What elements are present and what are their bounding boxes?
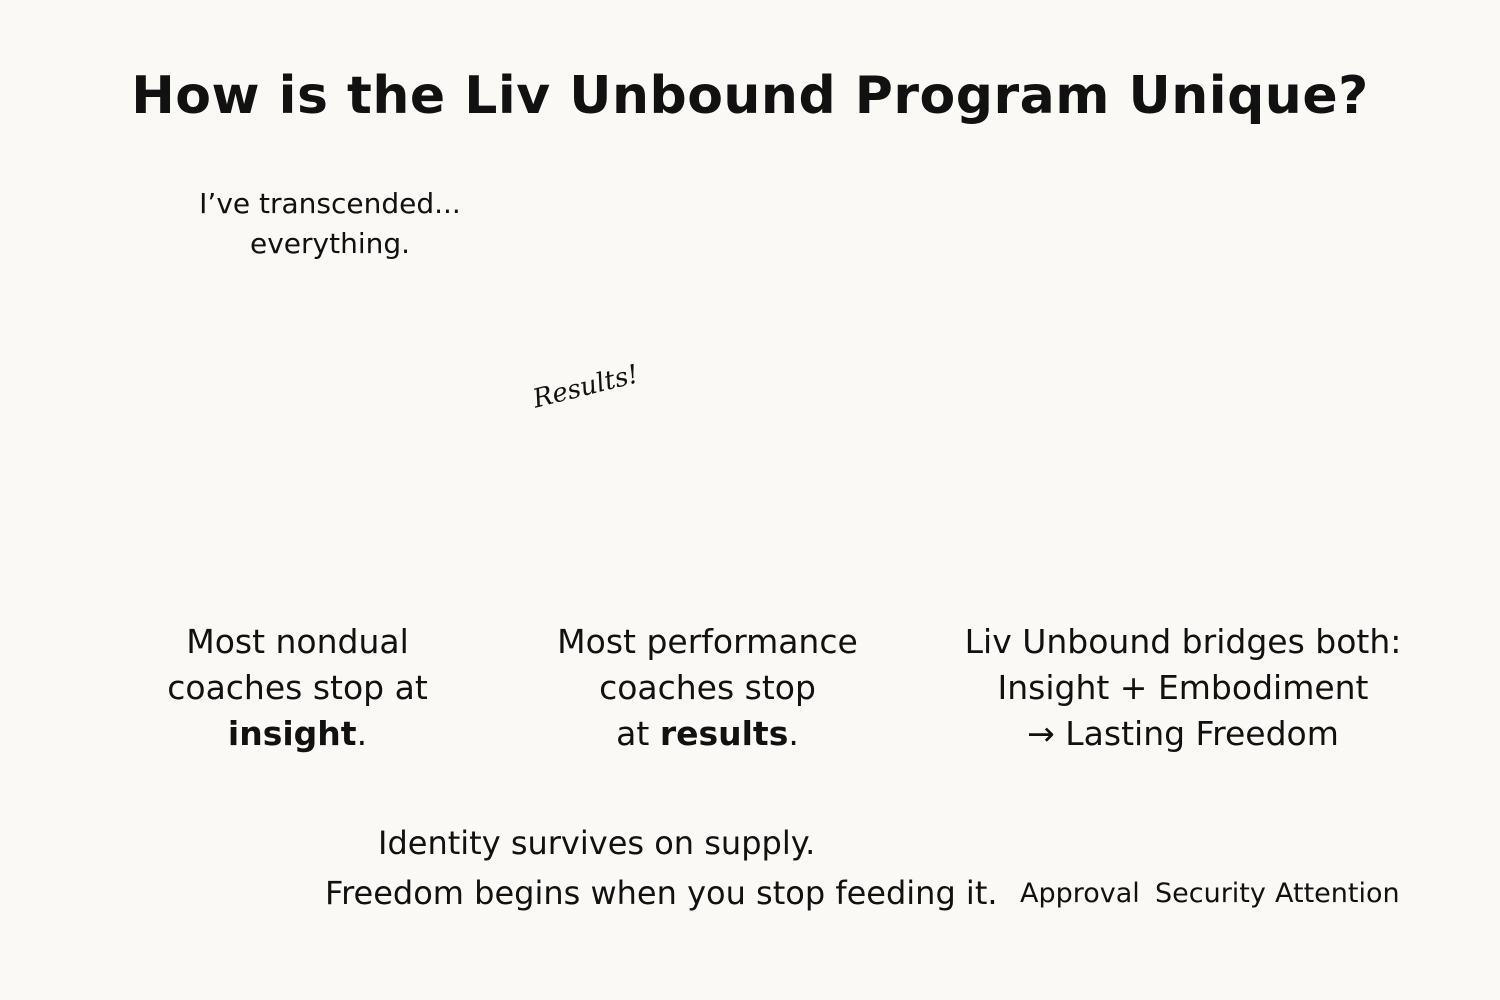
speech-line: everything. <box>249 227 411 260</box>
key-icon <box>990 385 1060 410</box>
bridge <box>935 529 1353 613</box>
root-label-attention: Attention <box>1275 878 1400 909</box>
caption-punct: . <box>356 714 368 753</box>
page-title: How is the Liv Unbound Program Unique? <box>131 66 1369 126</box>
root-label-approval: Approval <box>1020 878 1140 909</box>
speech-line: I’ve transcended... <box>199 187 461 220</box>
caption-liv-unbound: Liv Unbound bridges both: Insight + Embo… <box>950 619 1416 757</box>
caption-performance: Most performance coaches stop at results… <box>520 619 895 757</box>
caption-emphasis: insight <box>227 714 357 753</box>
caption-line: Most performance <box>557 622 858 661</box>
caption-line: → Lasting Freedom <box>1027 714 1339 753</box>
caption-line: Most nondual <box>186 622 409 661</box>
caption-nondual: Most nondual coaches stop at insight. <box>120 619 475 757</box>
bottom-line-1: Identity survives on supply. <box>378 824 816 862</box>
caption-punct: . <box>788 714 799 753</box>
speech-text: I’ve transcended... everything. <box>180 184 480 264</box>
caption-line: Insight + Embodiment <box>997 668 1369 707</box>
caption-line: Liv Unbound bridges both: <box>964 622 1402 661</box>
caption-line: coaches stop <box>599 668 816 707</box>
caption-line: at <box>616 714 660 753</box>
root-label-security: Security <box>1155 878 1266 909</box>
caption-emphasis: results <box>659 714 789 753</box>
bottom-line-2: Freedom begins when you stop feeding it. <box>325 874 998 912</box>
caption-line: coaches stop at <box>167 668 428 707</box>
results-sign <box>518 343 630 447</box>
lantern-glow <box>1209 229 1281 301</box>
